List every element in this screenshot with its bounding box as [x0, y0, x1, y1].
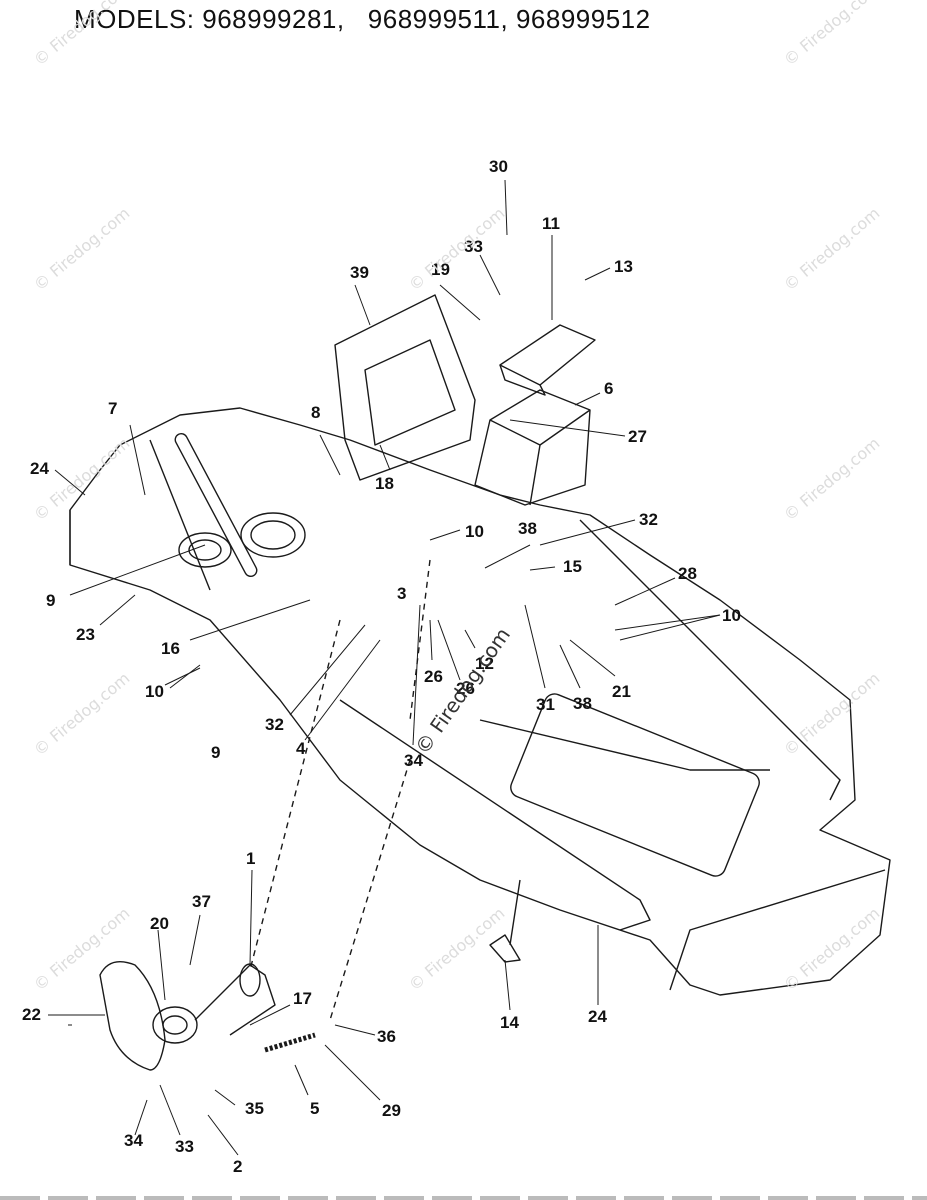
part-label-17: 17	[293, 989, 312, 1008]
part-label-34a: 34	[404, 751, 423, 770]
models-header: MODELS: 968999281, 968999511, 968999512	[74, 4, 651, 34]
seat-bracket	[334, 294, 476, 481]
part-label-1: 1	[246, 849, 256, 868]
part-label-31: 31	[536, 695, 555, 714]
part-label-26b: 26	[456, 679, 475, 698]
part-label-35: 35	[245, 1099, 264, 1118]
part-label-3: 3	[397, 584, 407, 603]
part-label-33a: 33	[464, 237, 483, 256]
frame-slot	[174, 432, 258, 578]
frame-plate	[69, 407, 891, 996]
part-label-32a: 32	[639, 510, 658, 529]
pulley	[152, 1006, 198, 1044]
frame-hole-2	[178, 532, 232, 568]
part-label-26a: 26	[424, 667, 443, 686]
part-label-23: 23	[76, 625, 95, 644]
fuel-tank	[474, 389, 591, 506]
part-label-10b: 10	[465, 522, 484, 541]
part-label-13: 13	[614, 257, 633, 276]
part-label-34b: 34	[124, 1131, 143, 1150]
part-label-24a: 24	[30, 459, 49, 478]
bottom-rule	[0, 1196, 927, 1200]
part-label-36: 36	[377, 1027, 396, 1046]
part-label-14: 14	[500, 1013, 519, 1032]
spring	[264, 1032, 316, 1053]
part-label-4: 4	[296, 739, 306, 758]
part-label-9b: 9	[211, 743, 221, 762]
part-label-19: 19	[431, 260, 450, 279]
part-label-33b: 33	[175, 1137, 194, 1156]
part-label-10a: 10	[145, 682, 164, 701]
part-label-30: 30	[489, 157, 508, 176]
part-label-2: 2	[233, 1157, 243, 1176]
part-label-20: 20	[150, 914, 169, 933]
part-label-7: 7	[108, 399, 118, 418]
part-label-38a: 38	[518, 519, 537, 538]
part-label-12: 12	[475, 654, 494, 673]
part-label-15: 15	[563, 557, 582, 576]
part-label-22: 22	[22, 1005, 41, 1024]
part-label-8: 8	[311, 403, 321, 422]
part-label-16: 16	[161, 639, 180, 658]
part-label-5: 5	[310, 1099, 320, 1118]
part-label-38b: 38	[573, 694, 592, 713]
part-label-28: 28	[678, 564, 697, 583]
part-label-37: 37	[192, 892, 211, 911]
part-label-6: 6	[604, 379, 614, 398]
part-label-24b: 24	[588, 1007, 607, 1026]
frame-hole	[240, 512, 306, 558]
part-label-11: 11	[542, 214, 560, 233]
switch-box	[499, 324, 596, 386]
part-label-39: 39	[350, 263, 369, 282]
part-label-32b: 32	[265, 715, 284, 734]
part-label-29: 29	[382, 1101, 401, 1120]
part-label-21: 21	[612, 682, 631, 701]
bracket-14	[489, 934, 521, 963]
part-label-18: 18	[375, 474, 394, 493]
part-label-10c: 10	[722, 606, 741, 625]
drive-belt	[99, 961, 166, 1071]
part-label-9a: 9	[46, 591, 56, 610]
pedal-arm	[194, 964, 276, 1036]
part-label-27: 27	[628, 427, 647, 446]
rear-opening	[510, 693, 760, 877]
